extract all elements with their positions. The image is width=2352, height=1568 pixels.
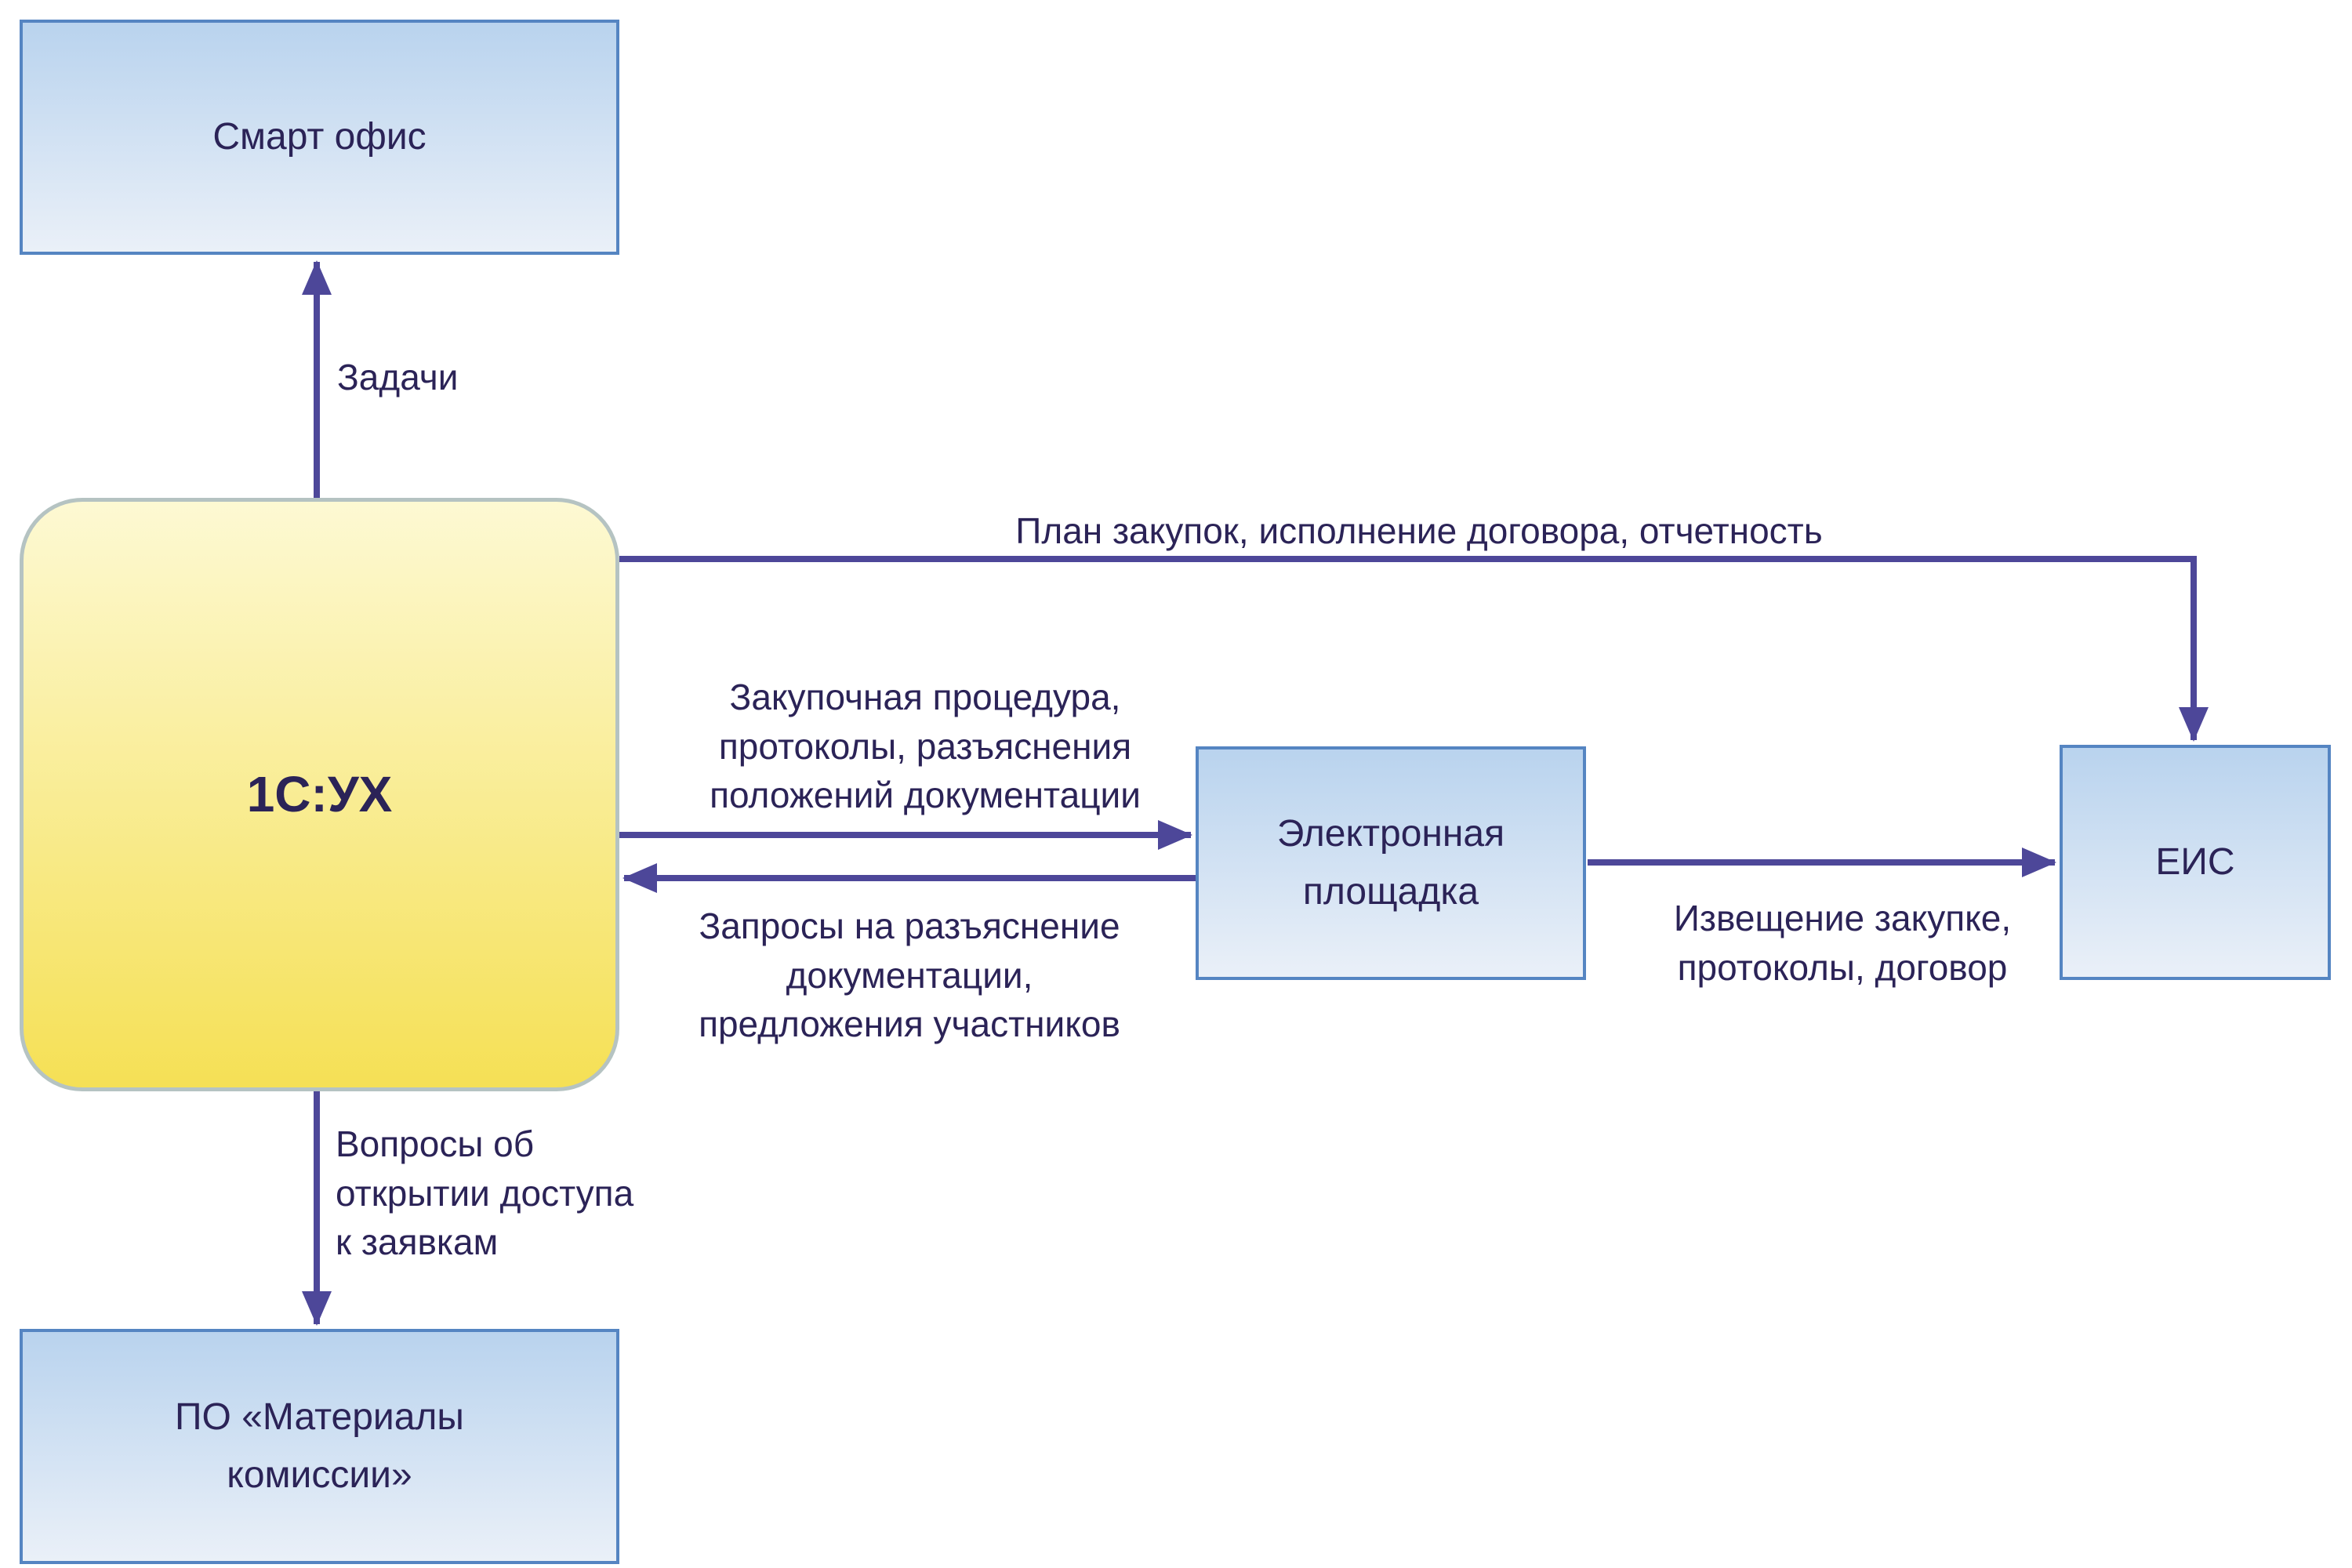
node-1c-uh-label: 1С:УХ [246, 765, 393, 822]
node-po-materials-label: ПО «Материалы комиссии» [175, 1396, 464, 1496]
node-electronic-platform-label: Электронная площадка [1276, 812, 1505, 913]
node-po-materials: ПО «Материалы комиссии» [20, 1329, 619, 1564]
notice-arrow-label: Извещение закупке, протоколы, договор [1673, 898, 2012, 988]
procedure-arrow-label: Закупочная процедура, протоколы, разъясн… [710, 677, 1141, 816]
requests-arrow-label: Запросы на разъяснение документации, пре… [699, 906, 1120, 1045]
plan-arrow-label: План закупок, исполнение договора, отчет… [1015, 510, 1823, 551]
tasks-arrow-label: Задачи [337, 357, 459, 397]
node-eis: ЕИС [2060, 745, 2331, 980]
questions-arrow-label: Вопросы об открытии доступа к заявкам [336, 1123, 634, 1263]
node-electronic-platform: Электронная площадка [1196, 746, 1586, 980]
node-eis-label: ЕИС [2155, 840, 2235, 883]
node-smart-office: Смарт офис [20, 20, 619, 255]
node-smart-office-label: Смарт офис [212, 115, 426, 158]
node-1c-uh: 1С:УХ [20, 498, 619, 1091]
plan-arrow [619, 556, 2209, 742]
